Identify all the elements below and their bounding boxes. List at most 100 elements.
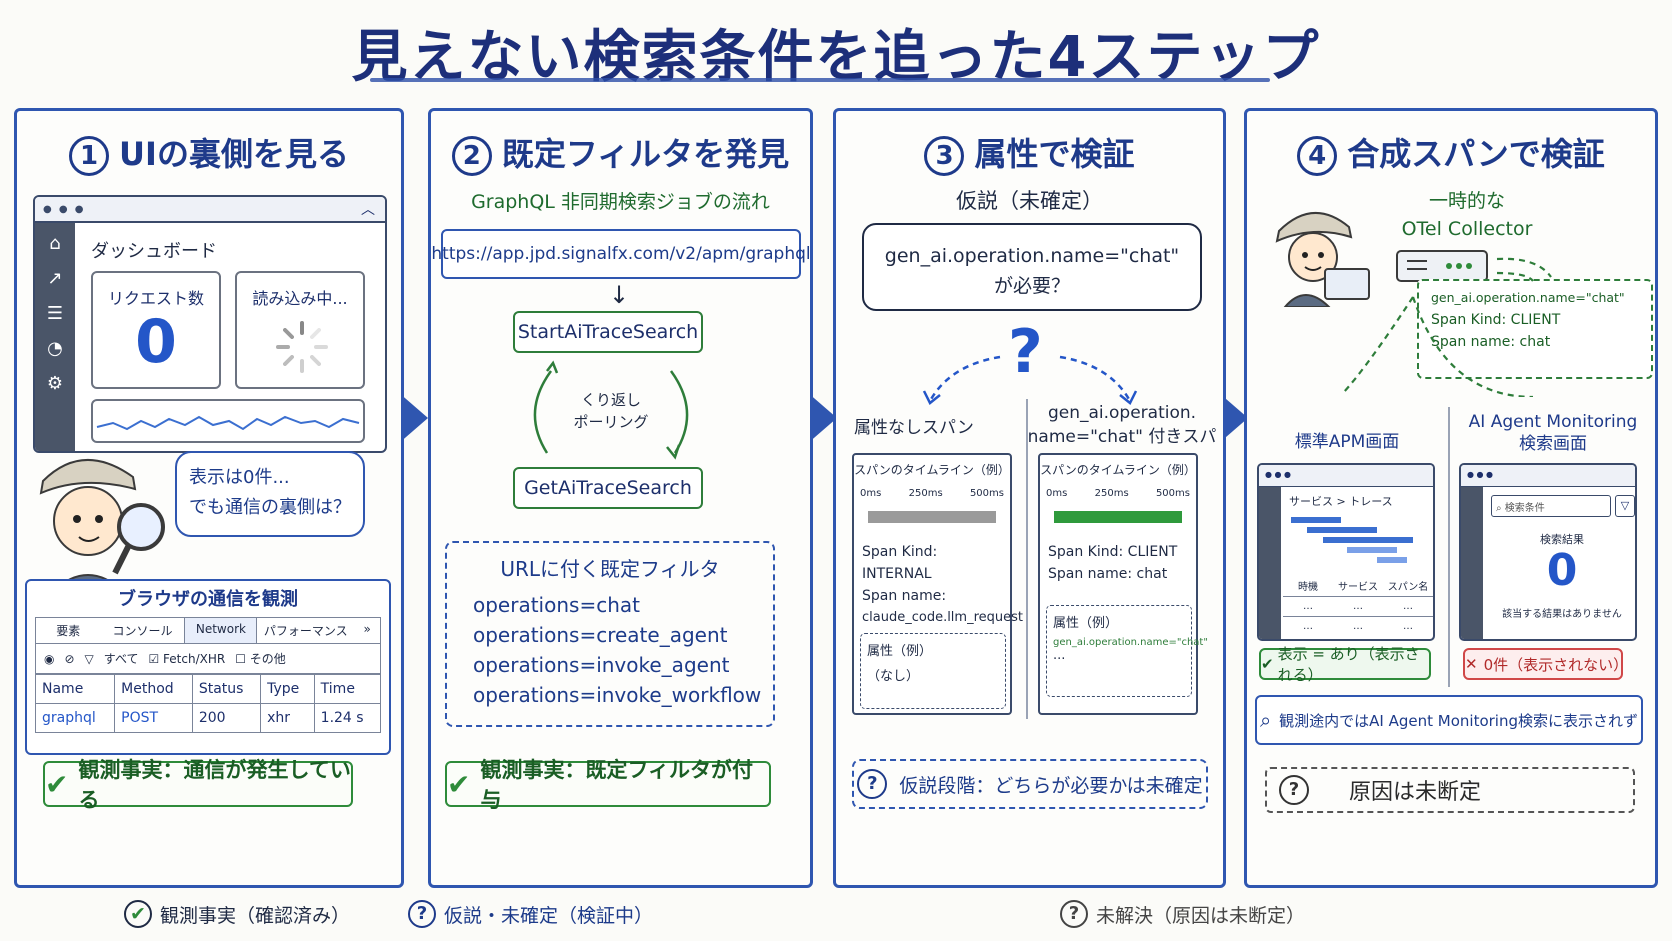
hypothesis-subtitle: 仮説（未確定） [956, 189, 1103, 213]
window-controls[interactable]: ● ● ● [43, 204, 86, 215]
table-row[interactable]: graphql POST 200 xhr 1.24 s [34, 703, 382, 733]
tab-performance[interactable]: パフォーマンス [263, 624, 348, 638]
collector-attr: Span Kind: CLIENT [1431, 312, 1561, 328]
chart-icon[interactable]: ↗ [47, 268, 63, 289]
binoculars-icon: ⌕ [1259, 708, 1272, 732]
down-arrow-icon: ↓ [609, 281, 630, 309]
window-titlebar: ● ● ● ︿ [35, 197, 385, 223]
tab-network[interactable]: Network [184, 618, 258, 643]
row-name: graphql [34, 703, 116, 733]
mini-titlebar: ● ● ● [1461, 465, 1635, 487]
filter-icon[interactable]: ▽ [1615, 495, 1635, 517]
collector-line-1: 一時的な [1428, 190, 1505, 212]
search-input[interactable]: ⌕ 検索条件 [1491, 495, 1611, 517]
fetch-label: Fetch/XHR [163, 651, 226, 666]
request-count-card: リクエスト数 0 [91, 271, 221, 389]
timeline-title: スパンのタイムライン（例） [1040, 463, 1196, 477]
search-result-value: 0 [1546, 545, 1578, 596]
filter-all-select[interactable]: すべて [103, 652, 139, 666]
clear-icon[interactable]: ⊘ [64, 651, 75, 666]
start-api-box: StartAiTraceSearch [513, 311, 703, 353]
question-icon: ? [1279, 775, 1309, 805]
graphql-url[interactable]: https://app.jpd.signalfx.com/v2/apm/grap… [431, 229, 811, 279]
dashboard-window: ● ● ● ︿ ⌂ ↗ ☰ ◔ ⚙ ダッシュボード リクエスト数 0 読み込み中… [33, 195, 387, 453]
loop-line-2: ポーリング [573, 413, 649, 431]
question-icon: ? [408, 900, 436, 928]
apm-breadcrumb: サービス > トレース [1289, 495, 1393, 508]
tick-label: 0ms [860, 488, 882, 499]
heading-text: 属性で検証 [974, 135, 1135, 173]
ai-monitoring-label: AI Agent Monitoring 検索画面 [1453, 411, 1653, 455]
ai-label-line-1: AI Agent Monitoring [1468, 412, 1638, 432]
fact-text: 観測事実：既定フィルタが付与 [480, 758, 754, 812]
filter-icon[interactable]: ▽ [84, 651, 94, 666]
filter-item: operations=invoke_workflow [473, 683, 762, 707]
table-row[interactable]: ……… [1283, 597, 1433, 617]
legend-confirmed: ✔観測事実（確認済み） [124, 900, 350, 928]
tick-label: 500ms [1155, 488, 1190, 499]
table-row[interactable]: ……… [1303, 621, 1413, 632]
other-checkbox[interactable]: ☐ その他 [235, 652, 286, 666]
span-bar-green [1054, 511, 1182, 523]
home-icon[interactable]: ⌂ [49, 233, 61, 254]
col-status: Status [191, 674, 262, 704]
other-label: その他 [249, 652, 286, 666]
attribute-box: 属性（例） gen_ai.operation.name="chat" ... [1046, 605, 1208, 697]
list-icon[interactable]: ☰ [46, 303, 64, 324]
pending-text: 仮説段階：どちらが必要かは未確定 [899, 774, 1203, 797]
gear-icon[interactable]: ⚙ [46, 373, 64, 394]
span-bar-gray [868, 511, 996, 523]
cross-icon: ✕ [1465, 655, 1478, 673]
status-not-visible-text: 0件（表示されない） [1483, 655, 1629, 674]
network-header-row: Name Method Status Type Time [34, 674, 382, 704]
heading-text: UIの裏側を見る [119, 135, 349, 173]
tab-console[interactable]: コンソール [112, 624, 173, 638]
fetch-checkbox[interactable]: ☑ Fetch/XHR [148, 651, 226, 666]
question-icon: ? [1060, 900, 1088, 928]
legend-text: 未解決（原因は未断定） [1096, 904, 1306, 927]
polling-loop-arrows [533, 360, 689, 460]
search-empty-message: 該当する結果はありません [1502, 609, 1622, 620]
timeline-title: スパンのタイムライン（例） [854, 463, 1010, 477]
span-name-value: claude_code.llm_request [862, 610, 1024, 625]
search-icon: ⌕ [1496, 503, 1505, 514]
search-placeholder: 検索条件 [1504, 503, 1545, 514]
pie-icon[interactable]: ◔ [47, 338, 63, 359]
branch-divider [1026, 399, 1028, 719]
tab-more[interactable]: » [363, 622, 371, 636]
collector-attr: Span name: chat [1431, 334, 1551, 350]
dashboard-sidebar: ⌂ ↗ ☰ ◔ ⚙ [35, 223, 75, 451]
col-method: Method [114, 674, 193, 704]
collector-label: 一時的な OTel Collector [1367, 187, 1567, 243]
legend-text: 仮説・未確定（検証中） [444, 904, 654, 927]
screens-divider [1448, 407, 1450, 687]
observation-text: 観測途内ではAI Agent Monitoring検索に表示されず [1279, 711, 1639, 730]
apm-table: 時機 サービス スパン名 ……… ……… [1283, 575, 1433, 636]
collector-attribute-box: gen_ai.operation.name="chat" Span Kind: … [1417, 279, 1653, 379]
hypothesis-line-2: が必要？ [993, 275, 1070, 297]
record-icon[interactable]: ◉ [44, 651, 55, 666]
trace-waterfall [1291, 517, 1413, 563]
hypothesis-box: gen_ai.operation.name="chat" が必要？ [862, 223, 1202, 311]
sparkline-card [91, 399, 365, 443]
check-icon: ✔ [45, 767, 69, 801]
filter-item: operations=invoke_agent [473, 653, 730, 677]
unresolved-text: 原因は未断定 [1349, 780, 1482, 805]
filter-item: operations=create_agent [473, 623, 728, 647]
loading-card: 読み込み中... [235, 271, 365, 389]
get-api-box: GetAiTraceSearch [513, 467, 703, 509]
attr-title: 属性（例） [1053, 616, 1119, 631]
branch-arrows [922, 355, 1138, 405]
right-label-line-1: gen_ai.operation. [1047, 403, 1197, 423]
mini-sidebar [1259, 487, 1281, 639]
collapse-icon[interactable]: ︿ [361, 202, 375, 218]
status-visible: ✔表示 = あり（表示される） [1259, 645, 1431, 684]
flow-subtitle: GraphQL 非同期検索ジョブの流れ [471, 191, 770, 213]
hypothesis-line-1: gen_ai.operation.name="chat" [884, 245, 1180, 267]
request-count-label: リクエスト数 [107, 289, 204, 308]
devtools-panel: ブラウザの通信を観測 要素 コンソール Network パフォーマンス » ◉ … [25, 579, 391, 755]
request-count-value: 0 [135, 307, 177, 377]
tab-elements[interactable]: 要素 [56, 624, 81, 638]
